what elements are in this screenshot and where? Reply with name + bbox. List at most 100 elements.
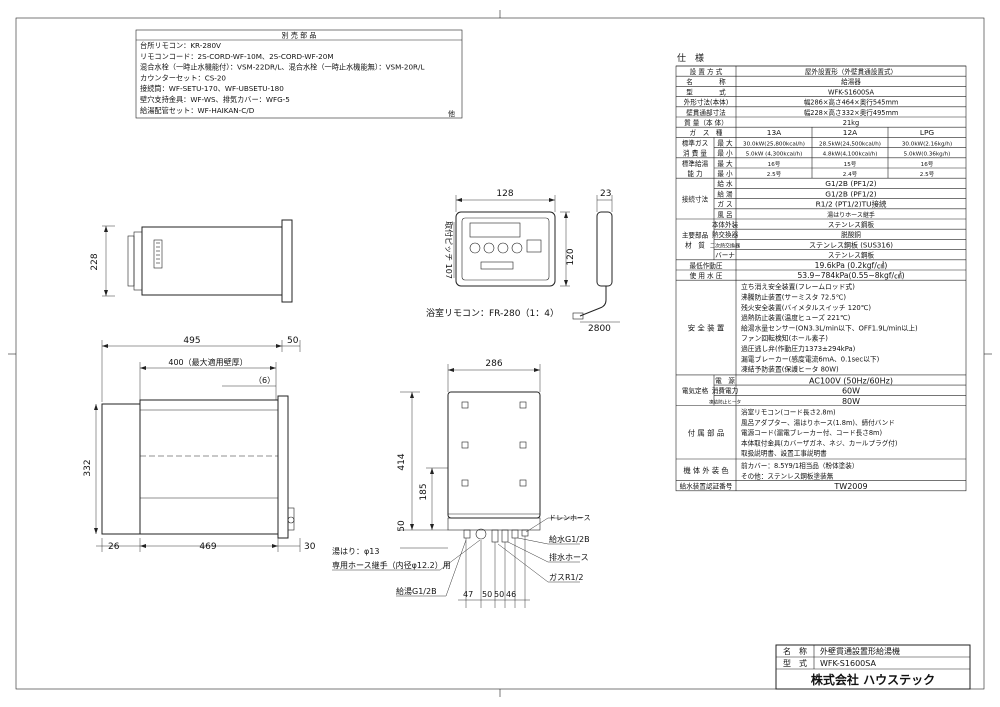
dim-332: 332 xyxy=(83,459,93,476)
spec-sub: 本体外装 xyxy=(712,220,739,229)
option-row: カウンターセット：CS-20 xyxy=(140,73,226,82)
dim-228: 228 xyxy=(90,253,100,270)
dim-30: 30 xyxy=(304,542,316,552)
label-bath-fill: 湯はり：φ13 xyxy=(332,546,379,556)
spec-value: 19.6kPa (0.2kgf/㎠) xyxy=(815,261,888,270)
spec-label: 型 式 xyxy=(686,87,726,96)
accessory-item: 浴室リモコン(コード長さ2.8m) xyxy=(741,408,836,417)
spec-sub: 給 湯 xyxy=(717,189,733,198)
spec-label: 外形寸法(本体) xyxy=(684,98,729,107)
remote-dim-height: 120 xyxy=(566,248,576,265)
dim-469: 469 xyxy=(199,542,216,552)
spec-value: 2.5号 xyxy=(920,171,935,178)
safety-item: ファン回転検知(ホール素子) xyxy=(741,334,828,343)
exterior-item: その他：ステンレス鋼板塗装無 xyxy=(741,471,834,480)
safety-item: 漏電ブレーカー(感度電流6mA、0.1sec以下) xyxy=(741,354,880,363)
accessory-item: 本体取付金具(カバーザガネ、ネジ、カールプラグ付) xyxy=(741,438,897,447)
gas-type: 12A xyxy=(843,128,857,137)
option-row: 台所リモコン：KR-280V xyxy=(140,41,221,50)
front-dim-185: 185 xyxy=(419,483,429,500)
spec-sub: 消費電力 xyxy=(712,386,738,395)
option-row: 混合水栓（一時止水機能付）：VSM-22DR/L、混合水栓（一時止水機能無）：V… xyxy=(140,63,424,72)
title-model-value: WFK-S1600SA xyxy=(820,659,876,668)
spec-label: 主要部品 xyxy=(682,230,709,239)
spec-sub: 最 小 xyxy=(717,169,733,178)
spec-label: 接続寸法 xyxy=(682,195,709,204)
front-dim-50a: 50 xyxy=(482,590,492,599)
remote-caption: 浴室リモコン：FR-280（1：4） xyxy=(426,307,559,319)
front-dim-50: 50 xyxy=(397,520,407,532)
dim-6: （6） xyxy=(254,376,275,385)
accessory-item: 取扱説明書、設置工事説明書 xyxy=(741,449,827,458)
options-header: 別 売 部 品 xyxy=(282,31,317,40)
spec-value: TW2009 xyxy=(833,482,867,491)
dim-495: 495 xyxy=(183,336,200,346)
spec-sub: 最 大 xyxy=(717,138,733,147)
dim-26: 26 xyxy=(108,542,120,552)
spec-value: 21kg xyxy=(843,119,859,127)
spec-value: G1/2B (PF1/2) xyxy=(825,189,877,198)
spec-title: 仕 様 xyxy=(677,52,704,64)
label-hose-fitting: 専用ホース継手（内径φ12.2）用 xyxy=(332,560,451,570)
spec-label: 機 体 外 装 色 xyxy=(683,466,728,475)
spec-label: ガ ス 種 xyxy=(690,128,723,137)
label-drain-water-hose: 排水ホース xyxy=(549,552,589,562)
spec-value: 屋外設置形（外壁貫通設置式） xyxy=(805,67,897,76)
option-row: 給湯配管セット：WF-HAIKAN-C/D xyxy=(140,106,255,115)
spec-label: 使 用 水 圧 xyxy=(690,271,723,280)
spec-label: 壁貫通部寸法 xyxy=(686,108,726,117)
accessory-item: 電源コード(漏電ブレーカー付、コード長さ8m) xyxy=(741,428,882,437)
front-dim-46: 46 xyxy=(506,590,516,599)
safety-item: 給湯水量センサー(ON3.3L/min以下、OFF1.9L/min以上) xyxy=(741,323,918,332)
spec-value: 60W xyxy=(842,387,860,396)
spec-label: 電気定格 xyxy=(682,386,709,395)
label-gas: ガスR1/2 xyxy=(549,572,583,582)
front-dim-414: 414 xyxy=(397,453,407,470)
spec-label: 標準ガス xyxy=(682,138,708,147)
spec-value: 30.0kW(2.16kg/h) xyxy=(902,141,952,147)
spec-value: 幅228×高さ332×奥行495mm xyxy=(804,108,899,117)
safety-item: 沸騰防止装置(サーミスタ 72.5℃) xyxy=(741,293,846,302)
spec-value: ステンレス鋼板 xyxy=(828,220,875,229)
label-drain-hose: ドレンホース xyxy=(549,514,591,522)
spec-value: 幅286×高さ464×奥行545mm xyxy=(804,98,899,107)
remote-view: 128 取付ピッチ 107 120 23 2800 浴室リモコン：FR-280（… xyxy=(426,189,620,334)
spec-sub: 電 源 xyxy=(715,376,735,385)
front-dim-50b: 50 xyxy=(494,590,504,599)
spec-sub: 給 水 xyxy=(717,179,733,188)
spec-label: 付 属 部 品 xyxy=(688,428,725,437)
spec-value: AC100V (50Hz/60Hz) xyxy=(809,376,893,385)
spec-value: 4.8kW(4,100kcal/h) xyxy=(823,152,878,158)
safety-item: 残火安全装置(バイメタルスイッチ 120℃) xyxy=(741,303,871,312)
spec-label: 消 費 量 xyxy=(683,148,707,157)
spec-label: 最低作動圧 xyxy=(690,261,723,270)
options-other: 他 xyxy=(448,109,455,118)
option-row: 接続筒：WF-SETU-170、WF-UBSETU-180 xyxy=(140,84,284,93)
company-name: 株式会社 ハウステック xyxy=(811,672,935,687)
spec-value: 脱酸銅 xyxy=(841,230,861,239)
spec-value: R1/2 (PT1/2)TU接続 xyxy=(816,200,887,209)
option-row: 壁穴支持金具：WF-WS、排気カバー：WFG-5 xyxy=(140,95,290,104)
spec-sub: 凍結防止ヒータ xyxy=(709,398,741,405)
safety-item: 過圧逃し弁(作動圧力1373±294kPa) xyxy=(741,344,856,353)
spec-sub: 熱交換器 xyxy=(712,230,739,239)
spec-sub: 二次熱交換器 xyxy=(710,242,740,249)
title-model-label: 型 式 xyxy=(783,658,807,668)
remote-dim-pitch: 取付ピッチ 107 xyxy=(444,221,454,279)
spec-value: 5.0kW(0.36kg/h) xyxy=(904,152,951,158)
safety-item: 凍結予防装置(保護ヒータ 80W) xyxy=(741,365,839,374)
safety-item: 立ち消え安全装置(フレームロッド式) xyxy=(741,282,855,291)
remote-dim-cord: 2800 xyxy=(588,324,611,334)
dim-400: 400（最大適用壁厚） xyxy=(168,357,247,367)
gas-type: LPG xyxy=(920,128,935,137)
spec-value: 15号 xyxy=(844,161,857,168)
sheet-border xyxy=(15,17,985,690)
spec-value: 28.5kW(24,500kcal/h) xyxy=(819,141,881,147)
spec-value: ステンレス鋼板 xyxy=(828,251,875,260)
title-name-label: 名 称 xyxy=(783,646,807,656)
spec-value: 2.4号 xyxy=(843,171,858,178)
title-name-value: 外壁貫通設置形給湯機 xyxy=(820,646,900,656)
spec-value: 給湯器 xyxy=(841,77,861,86)
spec-label: 給水装置認証番号 xyxy=(680,482,733,491)
